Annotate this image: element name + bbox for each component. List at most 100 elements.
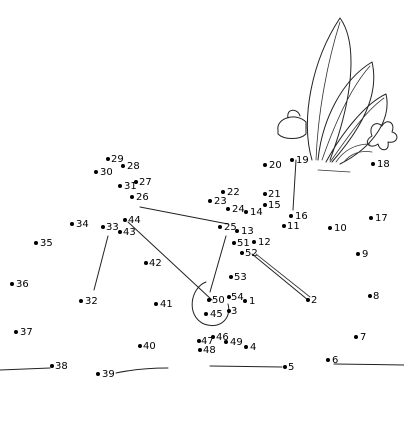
dot-label-51: 51: [237, 238, 250, 249]
dot-30[interactable]: [94, 170, 98, 174]
dot-label-18: 18: [377, 159, 390, 170]
dot-17[interactable]: [369, 216, 373, 220]
dot-37[interactable]: [14, 330, 18, 334]
predrawn-lines: [0, 17, 404, 374]
dot-40[interactable]: [138, 344, 142, 348]
dot-39[interactable]: [96, 372, 100, 376]
dot-3[interactable]: [227, 309, 231, 313]
dot-9[interactable]: [356, 252, 360, 256]
dot-20[interactable]: [263, 163, 267, 167]
dot-label-6: 6: [332, 355, 338, 366]
dot-label-14: 14: [250, 207, 263, 218]
dot-42[interactable]: [144, 261, 148, 265]
dot-33[interactable]: [101, 225, 105, 229]
dot-45[interactable]: [204, 312, 208, 316]
dot-22[interactable]: [221, 190, 225, 194]
dot-25[interactable]: [218, 225, 222, 229]
dot-label-21: 21: [268, 189, 281, 200]
dot-label-19: 19: [296, 155, 309, 166]
plant-leaf-vein-3: [329, 97, 385, 163]
plant-leaf-tall: [306, 17, 352, 161]
plant-leaf-vein-2: [321, 65, 371, 161]
dot-label-23: 23: [214, 196, 227, 207]
dot-4[interactable]: [244, 345, 248, 349]
dot-label-36: 36: [16, 279, 29, 290]
dot-5[interactable]: [283, 365, 287, 369]
dot-48[interactable]: [198, 348, 202, 352]
dot-46[interactable]: [211, 335, 215, 339]
dot-label-40: 40: [143, 341, 156, 352]
dot-16[interactable]: [289, 214, 293, 218]
ground-line-right-a: [209, 365, 283, 368]
hoof-circle: [191, 281, 230, 326]
dot-label-30: 30: [100, 167, 113, 178]
tail-line-inner: [255, 253, 311, 298]
dot-10[interactable]: [328, 226, 332, 230]
dot-35[interactable]: [34, 241, 38, 245]
dot-54[interactable]: [227, 295, 231, 299]
dot-label-4: 4: [250, 342, 256, 353]
dot-label-22: 22: [227, 187, 240, 198]
dot-28[interactable]: [121, 164, 125, 168]
dot-31[interactable]: [118, 184, 122, 188]
dot-label-16: 16: [295, 211, 308, 222]
dot-1[interactable]: [243, 299, 247, 303]
dot-23[interactable]: [208, 199, 212, 203]
dot-13[interactable]: [235, 229, 239, 233]
flower-leaves: [335, 143, 373, 163]
dot-26[interactable]: [130, 195, 134, 199]
dot-7[interactable]: [354, 335, 358, 339]
dot-label-49: 49: [230, 337, 243, 348]
dot-14[interactable]: [244, 210, 248, 214]
dot-label-34: 34: [76, 219, 89, 230]
dot-label-37: 37: [20, 327, 33, 338]
plant-leaf-middle: [317, 61, 375, 163]
dot-41[interactable]: [154, 302, 158, 306]
dot-24[interactable]: [226, 207, 230, 211]
dot-label-9: 9: [362, 249, 368, 260]
ground-line-middle: [115, 367, 169, 374]
dot-label-42: 42: [149, 258, 162, 269]
dot-12[interactable]: [252, 240, 256, 244]
dot-34[interactable]: [70, 222, 74, 226]
dot-47[interactable]: [197, 339, 201, 343]
dot-label-20: 20: [269, 160, 282, 171]
dot-label-2: 2: [311, 295, 317, 306]
tail-line: [251, 253, 309, 301]
dot-label-44: 44: [128, 215, 141, 226]
dot-label-5: 5: [288, 362, 294, 373]
dot-49[interactable]: [224, 340, 228, 344]
dot-32[interactable]: [79, 299, 83, 303]
dot-29[interactable]: [106, 157, 110, 161]
dot-51[interactable]: [232, 241, 236, 245]
dot-21[interactable]: [263, 192, 267, 196]
dot-18[interactable]: [371, 162, 375, 166]
dot-52[interactable]: [240, 251, 244, 255]
dot-11[interactable]: [282, 224, 286, 228]
dot-50[interactable]: [207, 298, 211, 302]
dot-6[interactable]: [326, 358, 330, 362]
dot-label-50: 50: [212, 295, 225, 306]
ground-line-left: [0, 367, 51, 371]
dot-44[interactable]: [123, 218, 127, 222]
plant-leaf-vein-1: [315, 21, 341, 161]
dot-19[interactable]: [290, 158, 294, 162]
stem-line: [292, 159, 297, 211]
dot-43[interactable]: [118, 230, 122, 234]
dot-label-15: 15: [268, 200, 281, 211]
dot-2[interactable]: [306, 298, 310, 302]
dot-label-1: 1: [249, 296, 255, 307]
dot-label-48: 48: [203, 345, 216, 356]
dot-label-35: 35: [40, 238, 53, 249]
dot-36[interactable]: [10, 282, 14, 286]
dot-label-26: 26: [136, 192, 149, 203]
dot-8[interactable]: [368, 294, 372, 298]
dot-53[interactable]: [229, 275, 233, 279]
dot-15[interactable]: [263, 203, 267, 207]
dot-label-45: 45: [210, 309, 223, 320]
dot-label-53: 53: [234, 272, 247, 283]
dot-label-39: 39: [102, 369, 115, 380]
dot-27[interactable]: [134, 180, 138, 184]
dot-38[interactable]: [50, 364, 54, 368]
